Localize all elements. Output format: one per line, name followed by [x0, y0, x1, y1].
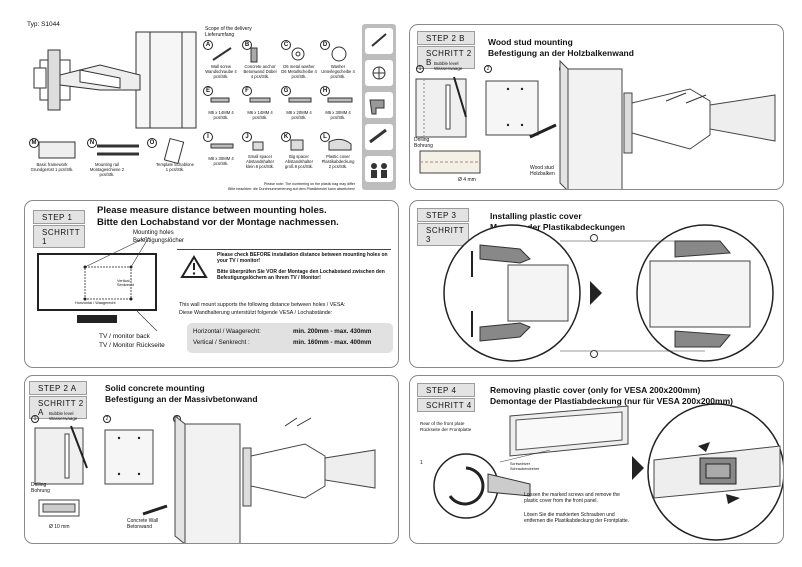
- delivery-subtitle: Lieferumfang: [205, 32, 235, 38]
- part-n-letter: N: [87, 138, 97, 148]
- step2b-dim: Ø 4 mm: [458, 177, 476, 183]
- step2b-drill: Drilling Bohrung: [414, 137, 433, 149]
- step2b-title-de: Befestigung an der Holzbalkenwand: [488, 48, 634, 58]
- step2a-title-en: Solid concrete mounting: [105, 383, 205, 393]
- warning-en: Please check BEFORE installation distanc…: [217, 252, 388, 264]
- warning-icon: [180, 255, 208, 278]
- product-illustration: [33, 31, 197, 129]
- step4-text-de: Lösen Sie die markierten Schrauben und e…: [524, 512, 630, 524]
- part-o-letter: O: [147, 138, 157, 148]
- step2b-wall: Wood stud Holzbalken: [530, 165, 555, 177]
- step1-tag: STEP 1: [33, 210, 85, 224]
- two-persons-icon: [365, 156, 393, 182]
- step4-title-de: Demontage der Plastiabdeckung (nur für V…: [490, 396, 733, 406]
- step2a-num-2: 2: [103, 415, 111, 423]
- vertical-label: Vertical / Senkrecht: [117, 279, 135, 287]
- step2b-num-1: 1: [416, 65, 424, 73]
- tv-back-illustration: [37, 253, 157, 311]
- mounting-holes-en: Mounting holes: [133, 230, 174, 236]
- step2b-panel: STEP 2 B SCHRITT 2 B Wood stud mounting …: [409, 24, 784, 190]
- step2b-drawing: [415, 59, 776, 189]
- step2a-title-de: Befestigung an der Massivbetonwand: [105, 394, 258, 404]
- step2b-bubble: Bubble level Wasserwaage: [434, 61, 463, 71]
- step3-panel: STEP 3 SCHRITT 3 Installing plastic cove…: [409, 200, 784, 368]
- vesa-box: Horizontal / Waagerecht: min. 200mm - ma…: [187, 323, 393, 353]
- part-n-text: Mounting rail Montageschiene 2 pcs/Stk.: [89, 162, 125, 177]
- warning-de: Bitte überprüfen Sie VOR der Montage den…: [217, 269, 385, 281]
- step4-screwdriver-en: Screwdriver: [510, 462, 531, 466]
- step4-drawing: [433, 403, 783, 541]
- step4-title-en: Removing plastic cover (only for VESA 20…: [490, 385, 701, 395]
- support-en: This wall mount supports the following d…: [179, 302, 346, 308]
- step2a-tag: STEP 2 A: [29, 381, 87, 395]
- mounting-holes-de: Befestigungslöcher: [133, 238, 185, 244]
- step4-text-en: Loosen the marked screws and remove the …: [524, 492, 620, 504]
- step2a-tag-de: SCHRITT 2 A: [29, 396, 87, 419]
- step2a-num-1: 1: [31, 415, 39, 423]
- extra-part-graphics: [38, 137, 185, 165]
- warning-line: [177, 249, 391, 250]
- vesa-h-label: Horizontal / Waagerecht:: [193, 328, 261, 335]
- step4-rear-de: Rückseite der Frontplatte: [420, 427, 472, 432]
- horizontal-label: Horizontal / Waagerecht: [75, 301, 116, 305]
- vesa-h-value: min. 200mm - max. 430mm: [293, 328, 372, 335]
- step2a-drill: Drilling Bohrung: [31, 482, 50, 494]
- part-graphics: [210, 46, 353, 151]
- step3-drawing: [443, 224, 774, 362]
- step4-panel: STEP 4 SCHRITT 4 Removing plastic cover …: [409, 375, 784, 544]
- step1-tag-de: SCHRITT 1: [33, 225, 85, 248]
- step4-screwdriver-de: Schraubendreher: [510, 467, 540, 471]
- step2a-drawing: [34, 414, 376, 543]
- step2b-tag-de: SCHRITT 2 B: [417, 46, 475, 69]
- step3-tag: STEP 3: [417, 208, 469, 222]
- tv-back-de: TV / Monitor Rückseite: [99, 342, 165, 349]
- support-de: Diese Wandhalterung unterstützt folgende…: [179, 310, 333, 316]
- part-m-text: Basic framework Grundgerüst 1 pcs/Stk.: [30, 162, 74, 172]
- type-label: Typ: S1044: [27, 21, 60, 28]
- step1-title-de: Bitte den Lochabstand vor der Montage na…: [97, 217, 339, 228]
- step3-title-en: Installing plastic cover: [490, 211, 582, 221]
- part-o-text: Template Schablone 1 pcs/Stk.: [156, 162, 194, 172]
- tv-back-drawing: [77, 236, 158, 332]
- vesa-v-value: min. 160mm - max. 400mm: [293, 339, 372, 346]
- step2a-bubble: Bubble level Wasserwaage: [49, 411, 78, 421]
- tool-icon-graphics: [369, 33, 387, 178]
- step4-num-1: 1: [420, 460, 423, 466]
- step1-panel: STEP 1 SCHRITT 1 Please measure distance…: [24, 200, 399, 368]
- step2b-title-en: Wood stud mounting: [488, 37, 573, 47]
- extra-parts: M N O Basic framework Grundgerüst 1 pcs/…: [27, 138, 197, 182]
- delivery-note: Please note: The numbering on the plasti…: [228, 182, 355, 191]
- step2a-dim: Ø 10 mm: [49, 524, 70, 530]
- delivery-title: Scope of the delivery: [205, 26, 252, 32]
- step2b-num-2: 2: [484, 65, 492, 73]
- step4-tag: STEP 4: [417, 383, 475, 397]
- step4-rear-en: Rear of the front plate: [420, 421, 465, 426]
- step2a-panel: STEP 2 A SCHRITT 2 A Solid concrete moun…: [24, 375, 399, 544]
- step3-tag-de: SCHRITT 3: [417, 223, 469, 246]
- tv-back-en: TV / monitor back: [99, 333, 150, 340]
- step2b-tag: STEP 2 B: [417, 31, 475, 45]
- step3-title-de: Montage der Plastikabdeckungen: [490, 222, 626, 232]
- step2a-wall: Concrete Wall Betonwand: [127, 518, 159, 530]
- step1-title-en: Please measure distance between mounting…: [97, 205, 327, 216]
- step4-tag-de: SCHRITT 4: [417, 398, 475, 412]
- vesa-v-label: Vertical / Senkrecht :: [193, 339, 250, 346]
